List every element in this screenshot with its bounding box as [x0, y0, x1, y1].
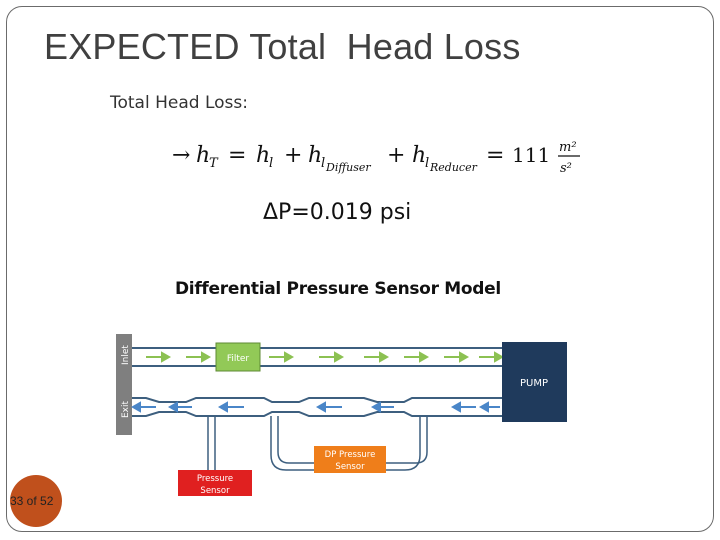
- inlet-label-bar: [116, 334, 132, 435]
- pressure-taps: [207, 416, 428, 471]
- lhs-subscript: T: [209, 156, 219, 171]
- unit-numerator: m²: [559, 140, 577, 155]
- term2-subsubscript: Diffuser: [325, 161, 371, 174]
- pressure-sensor-label-1: Pressure: [197, 474, 233, 484]
- plus-sign-2: +: [387, 143, 405, 168]
- term2-subscript: l: [321, 156, 325, 171]
- result-value: 111: [512, 143, 550, 167]
- filter-label: Filter: [227, 354, 250, 364]
- pressure-sensor-box: [178, 470, 252, 496]
- inlet-flow-arrows: [146, 351, 505, 363]
- slide-frame: [6, 6, 714, 532]
- dp-sensor-box: [314, 446, 386, 473]
- filter-box: [215, 342, 261, 372]
- pressure-sensor-label-2: Sensor: [200, 486, 230, 496]
- inlet-label: Inlet: [121, 345, 131, 365]
- page-number: 33 of 52: [10, 494, 54, 508]
- term3-subsubscript: Reducer: [429, 161, 478, 174]
- lhs-symbol: h: [196, 143, 210, 168]
- equals-sign-1: =: [228, 143, 246, 168]
- exit-flow-arrows: [130, 401, 500, 413]
- diagram-title: Differential Pressure Sensor Model: [175, 279, 501, 299]
- exit-label: Exit: [121, 400, 131, 418]
- dp-sensor-label-2: Sensor: [335, 462, 365, 472]
- unit-denominator: s²: [560, 161, 572, 176]
- plus-sign-1: +: [284, 143, 302, 168]
- page-number-badge: [10, 475, 62, 527]
- term3-symbol: h: [412, 143, 426, 168]
- dp-sensor-label-1: DP Pressure: [325, 450, 376, 460]
- slide-title: EXPECTED Total Head Loss: [44, 26, 521, 67]
- term2-symbol: h: [308, 143, 322, 168]
- term3-subscript: l: [425, 156, 429, 171]
- term1-subscript: l: [269, 156, 273, 171]
- sensor-model-diagram: Inlet Exit Filter PUMP: [116, 334, 567, 496]
- total-head-loss-equation: → h T = h l + h l Diffuser + h l Reducer…: [172, 140, 580, 176]
- exit-pipe: [132, 397, 502, 417]
- equals-sign-2: =: [486, 143, 504, 168]
- term1-symbol: h: [256, 143, 270, 168]
- delta-p-value: ΔP=0.019 psi: [263, 200, 412, 225]
- equation-arrow: →: [172, 143, 190, 168]
- pump-label: PUMP: [520, 378, 548, 389]
- equation-heading: Total Head Loss:: [110, 93, 248, 113]
- pump-box: [502, 342, 567, 422]
